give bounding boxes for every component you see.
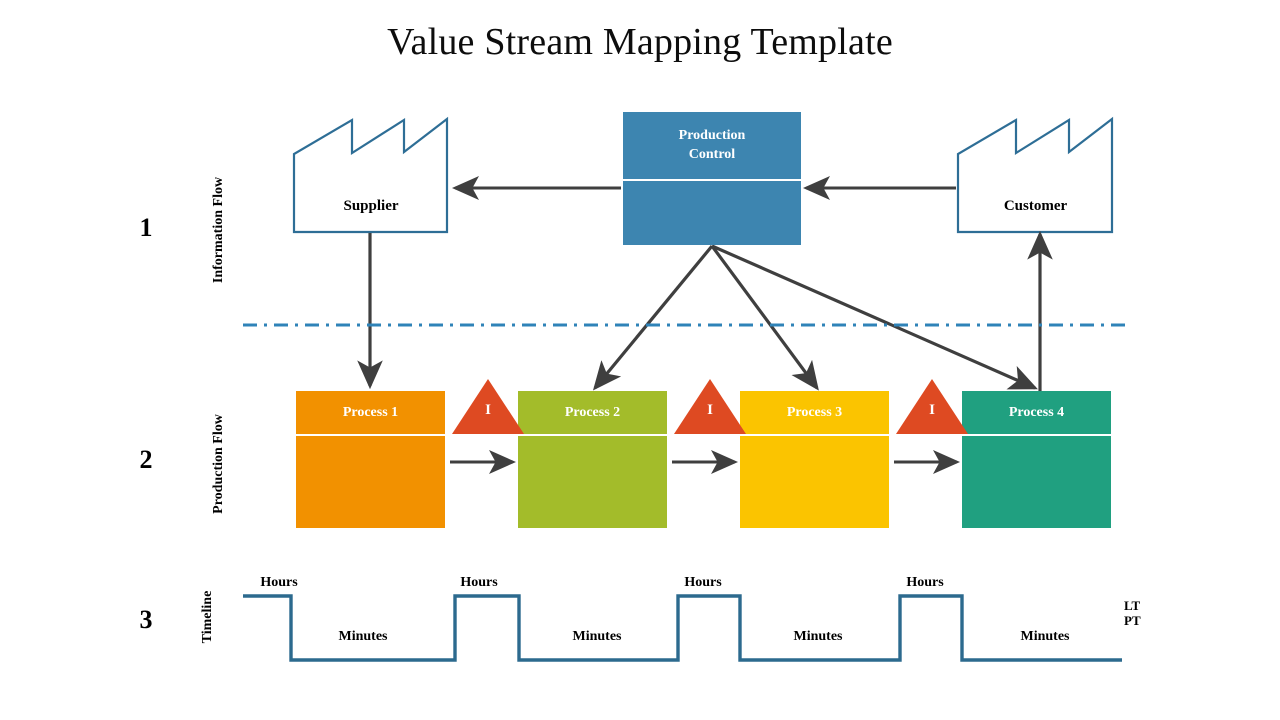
timeline-hours-label-2: Hours <box>460 575 498 590</box>
process-box-1[interactable]: Process 1 <box>296 391 445 528</box>
process-time-label: PT <box>1124 613 1141 628</box>
band-label-timeline: Timeline <box>200 590 215 644</box>
supplier-label: Supplier <box>343 198 399 214</box>
timeline-hours-label-1: Hours <box>260 575 298 590</box>
band-label-information-flow: Information Flow <box>211 176 226 284</box>
inventory-triangle-2[interactable]: I <box>674 379 746 434</box>
timeline-hours-label-4: Hours <box>906 575 944 590</box>
arrow-control-to-process3 <box>710 245 819 391</box>
production-control-divider <box>623 179 801 181</box>
inventory-mark-1: I <box>485 402 491 418</box>
timeline-minutes-label-2: Minutes <box>572 629 622 644</box>
process-label-4: Process 4 <box>1008 405 1065 420</box>
process-label-1: Process 1 <box>342 405 399 420</box>
process-label-3: Process 3 <box>786 405 843 420</box>
inventory-mark-2: I <box>707 402 713 418</box>
timeline-minutes-label-4: Minutes <box>1020 629 1070 644</box>
timeline-minutes-label-1: Minutes <box>338 629 388 644</box>
lead-time-label: LT <box>1124 598 1141 613</box>
triangle-shape-icon <box>674 379 746 434</box>
band-label-production-flow: Production Flow <box>211 414 226 514</box>
process-divider-1 <box>296 434 445 436</box>
band-number-3: 3 <box>139 605 153 634</box>
production-control-label-line2: Control <box>688 147 736 162</box>
supplier-factory-icon <box>292 116 449 234</box>
process-box-3[interactable]: Process 3 <box>740 391 889 528</box>
timeline-minutes-label-3: Minutes <box>793 629 843 644</box>
process-divider-2 <box>518 434 667 436</box>
triangle-shape-icon <box>896 379 968 434</box>
inventory-mark-3: I <box>929 402 935 418</box>
process-box-4[interactable]: Process 4 <box>962 391 1111 528</box>
production-control-box[interactable]: Production Control <box>623 112 801 245</box>
process-divider-4 <box>962 434 1111 436</box>
timeline-wave <box>243 594 1122 662</box>
customer-factory-icon <box>956 116 1114 234</box>
process-box-2[interactable]: Process 2 <box>518 391 667 528</box>
arrow-control-to-process2 <box>592 244 714 391</box>
arrow-control-to-process4 <box>711 244 1038 390</box>
customer-label: Customer <box>1003 198 1068 214</box>
band-number-2: 2 <box>139 445 153 474</box>
inventory-triangle-1[interactable]: I <box>452 379 524 434</box>
inventory-triangle-3[interactable]: I <box>896 379 968 434</box>
band-number-1: 1 <box>139 213 153 242</box>
production-control-label-line1: Production <box>678 128 746 143</box>
triangle-shape-icon <box>452 379 524 434</box>
timeline-hours-label-3: Hours <box>684 575 722 590</box>
process-label-2: Process 2 <box>564 405 621 420</box>
production-control-label: Production Control <box>623 126 801 164</box>
process-divider-3 <box>740 434 889 436</box>
page-title: Value Stream Mapping Template <box>387 21 893 63</box>
